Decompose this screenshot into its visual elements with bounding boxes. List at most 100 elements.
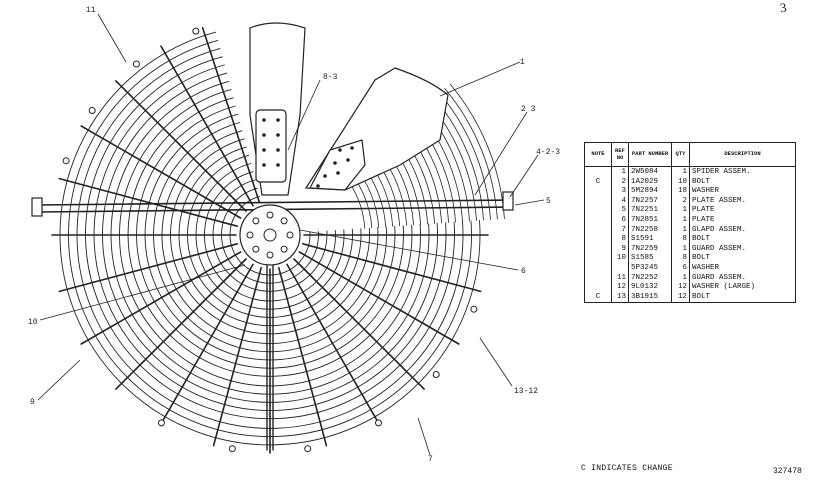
cell-ref (611, 263, 629, 274)
guard-ring-upper-right (449, 83, 505, 219)
cell-qty: 12 (671, 283, 690, 293)
parts-table: NOTE REF NO PART NUMBER QTY DESCRIPTION … (584, 142, 796, 304)
leader-9 (37, 359, 81, 401)
cell-qty: 1 (671, 244, 690, 255)
cell-qty: 10 (671, 177, 690, 188)
rim-clip (158, 419, 165, 427)
cell-desc: BOLT (689, 292, 796, 304)
bolt-hole (336, 171, 340, 175)
guard-ring (102, 222, 438, 403)
hub-bolt (252, 245, 260, 253)
header-note: NOTE (584, 142, 612, 167)
guard-ring-upper (110, 80, 230, 236)
guard-ring (68, 220, 472, 438)
cell-desc: PLATE (689, 215, 796, 226)
guard-ring-upper (204, 171, 254, 236)
cell-part: 2W5084 (628, 166, 672, 178)
guard-spoke (160, 263, 254, 425)
cell-qty: 12 (671, 292, 690, 304)
cell-part: 7N2257 (628, 196, 672, 207)
cell-qty: 2 (671, 196, 690, 207)
cell-qty: 6 (671, 263, 690, 274)
cell-note: C (584, 292, 612, 304)
callout-6: 6 (521, 267, 526, 276)
cell-note (584, 206, 612, 216)
fan-blades (249, 22, 449, 196)
hub-bolt (266, 251, 274, 259)
guard-spoke (298, 251, 460, 345)
guard-spoke (58, 177, 238, 227)
guard-ring (212, 230, 328, 292)
callout-9: 9 (30, 398, 35, 407)
guard-spoke (286, 263, 380, 425)
bolt-hole (333, 161, 337, 165)
leader-13-12 (479, 337, 513, 387)
guard-spoke (115, 258, 247, 390)
guard-ring-upper (178, 146, 247, 236)
guard-ring-upper-right (438, 92, 491, 220)
bolt-hole (346, 158, 350, 162)
guard-ring (76, 221, 464, 429)
guard-ring-upper (76, 48, 221, 236)
cell-desc: BOLT (689, 254, 796, 264)
guard-ring-upper (102, 72, 228, 236)
callout-10: 10 (28, 318, 38, 327)
hub-bolt (266, 211, 274, 219)
cell-note (584, 215, 612, 226)
cell-qty: 1 (671, 206, 690, 216)
bolt-hole (276, 163, 280, 167)
cell-note (584, 225, 612, 236)
guard-ring-upper (153, 122, 241, 236)
bolt-hole (262, 133, 266, 137)
leader-7 (417, 417, 431, 456)
cell-ref: 10 (611, 254, 629, 264)
cell-note (584, 273, 612, 284)
guard-ring-upper (136, 105, 236, 236)
leader-6 (299, 229, 519, 271)
rim-clip (375, 419, 382, 427)
cell-part: 1A2029 (628, 177, 672, 188)
guard-spoke (80, 251, 242, 345)
change-note: C INDICATES CHANGE (581, 464, 673, 473)
cell-part: S1585 (628, 254, 672, 264)
guard-ring-upper-right (444, 88, 498, 220)
guard-ring (127, 224, 413, 377)
bolt-hole (262, 118, 266, 122)
guard-spoke (115, 80, 247, 212)
rim-clip (88, 107, 96, 114)
header-description: DESCRIPTION (689, 142, 796, 167)
cell-desc: WASHER (689, 263, 796, 274)
bracket-left (31, 197, 43, 217)
cell-ref: 8 (611, 235, 629, 245)
callout-2-3: 2 3 (521, 105, 536, 114)
guard-ring-upper (85, 56, 223, 236)
guard-ring (136, 225, 404, 369)
cell-part: S1591 (628, 235, 672, 245)
hub-center (263, 228, 277, 242)
cell-note (584, 196, 612, 207)
bolt-hole (276, 118, 280, 122)
callout-13-12: 13-12 (514, 387, 538, 396)
corner-mark: 3 (778, 0, 787, 16)
guard-spoke (301, 243, 482, 293)
bolt-hole (262, 163, 266, 167)
hub-bolt (280, 245, 288, 253)
leader-11 (97, 13, 127, 63)
cell-part: 5P3245 (628, 263, 672, 274)
callout-labels: 11 8-3 1 2 3 4-2-3 5 6 10 9 13-12 7 (28, 6, 560, 464)
guard-ring (153, 226, 387, 353)
rim-clip (62, 157, 70, 165)
bracket-right (502, 191, 514, 211)
header-ref: REF NO (611, 142, 629, 167)
parts-table-header: NOTE REF NO PART NUMBER QTY DESCRIPTION (584, 142, 796, 167)
cell-qty: 1 (671, 166, 690, 178)
hub-bolts (246, 211, 294, 259)
rim-clip (228, 445, 236, 453)
